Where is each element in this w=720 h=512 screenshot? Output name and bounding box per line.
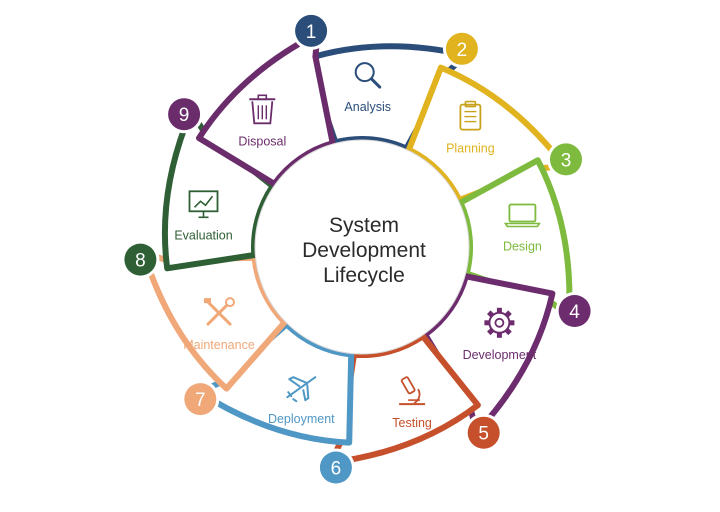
step-number: 6: [331, 459, 342, 480]
step-label: Analysis: [344, 100, 391, 114]
step-label: Maintenance: [183, 338, 255, 352]
step-label: Testing: [392, 416, 432, 430]
step-badge: 1: [292, 11, 331, 50]
step-badge: 7: [181, 380, 220, 419]
segment-deployment: Deployment: [196, 321, 355, 446]
clipboard-icon: [459, 100, 482, 131]
step-badge: 3: [547, 140, 585, 179]
badge-circle: [467, 416, 500, 449]
presentation-chart-icon: [188, 190, 219, 219]
airplane-icon: [286, 376, 317, 403]
step-label: Evaluation: [174, 228, 232, 242]
step-number: 4: [569, 302, 580, 323]
step-badge: 4: [555, 292, 594, 330]
step-label: Deployment: [268, 412, 335, 426]
step-number: 3: [561, 150, 572, 171]
step-label: Disposal: [238, 134, 286, 148]
badge-circle: [295, 14, 328, 47]
laptop-icon: [503, 203, 541, 228]
step-badge: 6: [316, 448, 355, 487]
badge-circle: [550, 143, 582, 176]
step-label: Development: [463, 348, 537, 362]
step-badge: 2: [442, 29, 481, 68]
step-number: 9: [179, 105, 190, 126]
center-title-line-2: Development: [302, 239, 426, 262]
badge-circle: [168, 98, 201, 131]
badge-circle: [558, 295, 591, 327]
badge-circle: [319, 451, 352, 484]
badges-layer: 1 2 3 4 5 6 7 8 9: [121, 11, 594, 487]
microscope-icon: [399, 376, 426, 406]
step-label: Planning: [446, 142, 495, 156]
step-badge: 8: [121, 240, 160, 279]
step-number: 7: [195, 390, 206, 411]
trash-icon: [249, 94, 276, 125]
center-title-line-3: Lifecycle: [323, 264, 405, 287]
segments-layer: AnalysisPlanningDesignDevelopmentTesting…: [141, 30, 573, 466]
center-hub: System Development Lifecycle: [254, 139, 470, 355]
step-label: Design: [503, 240, 542, 254]
step-number: 5: [478, 424, 489, 445]
step-number: 8: [135, 251, 146, 272]
step-number: 2: [457, 40, 468, 61]
badge-circle: [445, 32, 478, 65]
search-icon: [354, 62, 382, 89]
badge-circle: [124, 243, 157, 276]
step-number: 1: [306, 22, 317, 43]
center-title-line-1: System: [329, 214, 399, 237]
center-circle: [254, 139, 470, 355]
step-badge: 5: [464, 413, 503, 452]
badge-circle: [184, 383, 217, 416]
step-badge: 9: [165, 95, 204, 134]
tools-icon: [204, 297, 235, 326]
gear-icon: [484, 307, 515, 338]
